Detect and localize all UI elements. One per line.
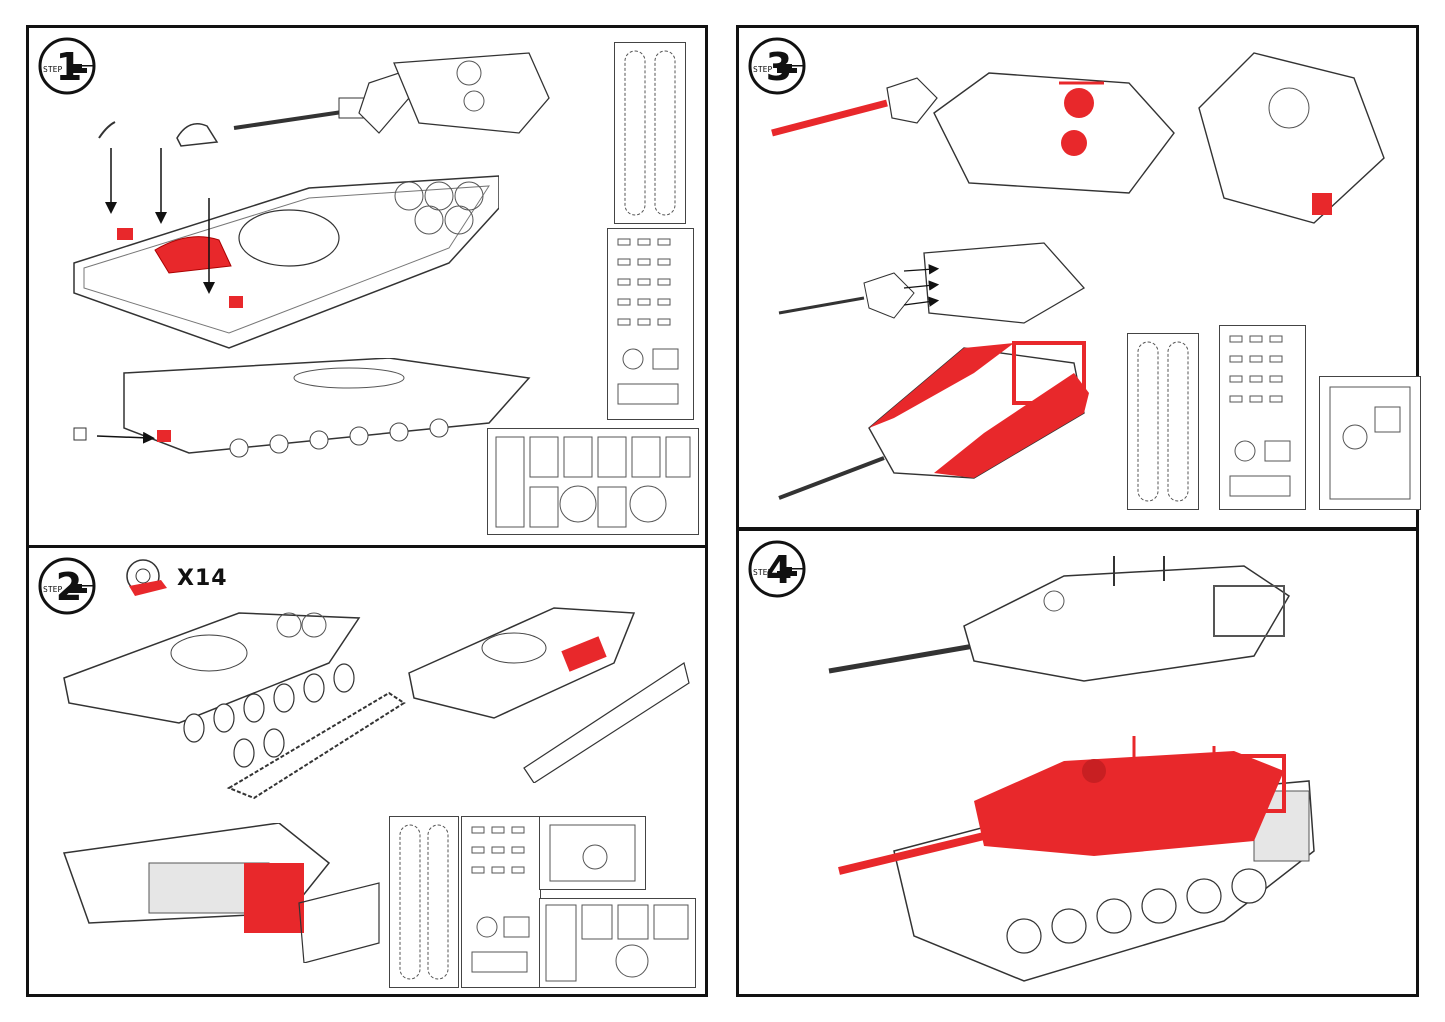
turret-and-barrel-top [233,52,550,134]
step-3-label: STEP [753,65,772,74]
step-1-badge: 1 STEP [37,36,97,96]
turret-assembly-arrows [778,242,1086,324]
turret-rear-view [1198,52,1385,224]
step-4-panel: 4 STEP [736,528,1419,997]
etched-sheet-parts-b [461,816,541,988]
etched-sheet-tracks-2 [389,816,459,988]
tank-icon [67,64,93,73]
highlight-part-rear [157,430,171,442]
road-wheel-icon [126,559,167,596]
hull-assembly-side [73,358,531,458]
step-1-label: STEP [43,65,62,74]
turret-with-armor [778,341,1089,500]
step-2-panel: 2 STEP X14 [26,545,708,997]
road-wheel-quantity: X14 [177,566,228,591]
etched-sheet-turret-a [539,816,646,890]
highlight-part-skirt [561,636,607,672]
step-3-panel: 3 STEP [736,25,1421,530]
step-3-badge: 3 STEP [747,36,807,96]
tank-icon [777,64,803,73]
highlight-gun-barrel [771,77,938,137]
etched-sheet-grilles [487,428,699,535]
etched-sheet-parts-c [1219,325,1306,510]
turret-top-view [933,72,1175,194]
hull-rear-with-grille [62,823,380,963]
hull-with-side-skirts [408,607,690,783]
step-2-label: STEP [43,585,62,594]
step-1-panel: 1 STEP [26,25,708,549]
tank-icon [67,584,93,593]
highlight-part-basket [1312,193,1332,215]
hull-assembly-top [73,175,499,349]
final-assembled-tank [838,736,1315,982]
step-2-badge: 2 STEP [37,556,97,616]
highlight-part-grille [244,863,304,933]
tank-icon [777,567,803,576]
step-4-label: STEP [753,568,772,577]
etched-sheet-grilles-2 [539,898,696,988]
step-4-badge: 4 STEP [747,539,807,599]
arrow-icon [105,148,215,294]
etched-sheet-parts-a [607,228,694,420]
etched-sheet-tracks [614,42,686,224]
hull-with-wheels-and-track [63,612,406,800]
final-turret-outline [828,556,1291,682]
step-1-parts-small [98,121,219,147]
highlight-parts-step-1 [117,228,243,308]
etched-sheet-tracks-3 [1127,333,1199,510]
etched-sheet-turret-b [1319,376,1421,510]
